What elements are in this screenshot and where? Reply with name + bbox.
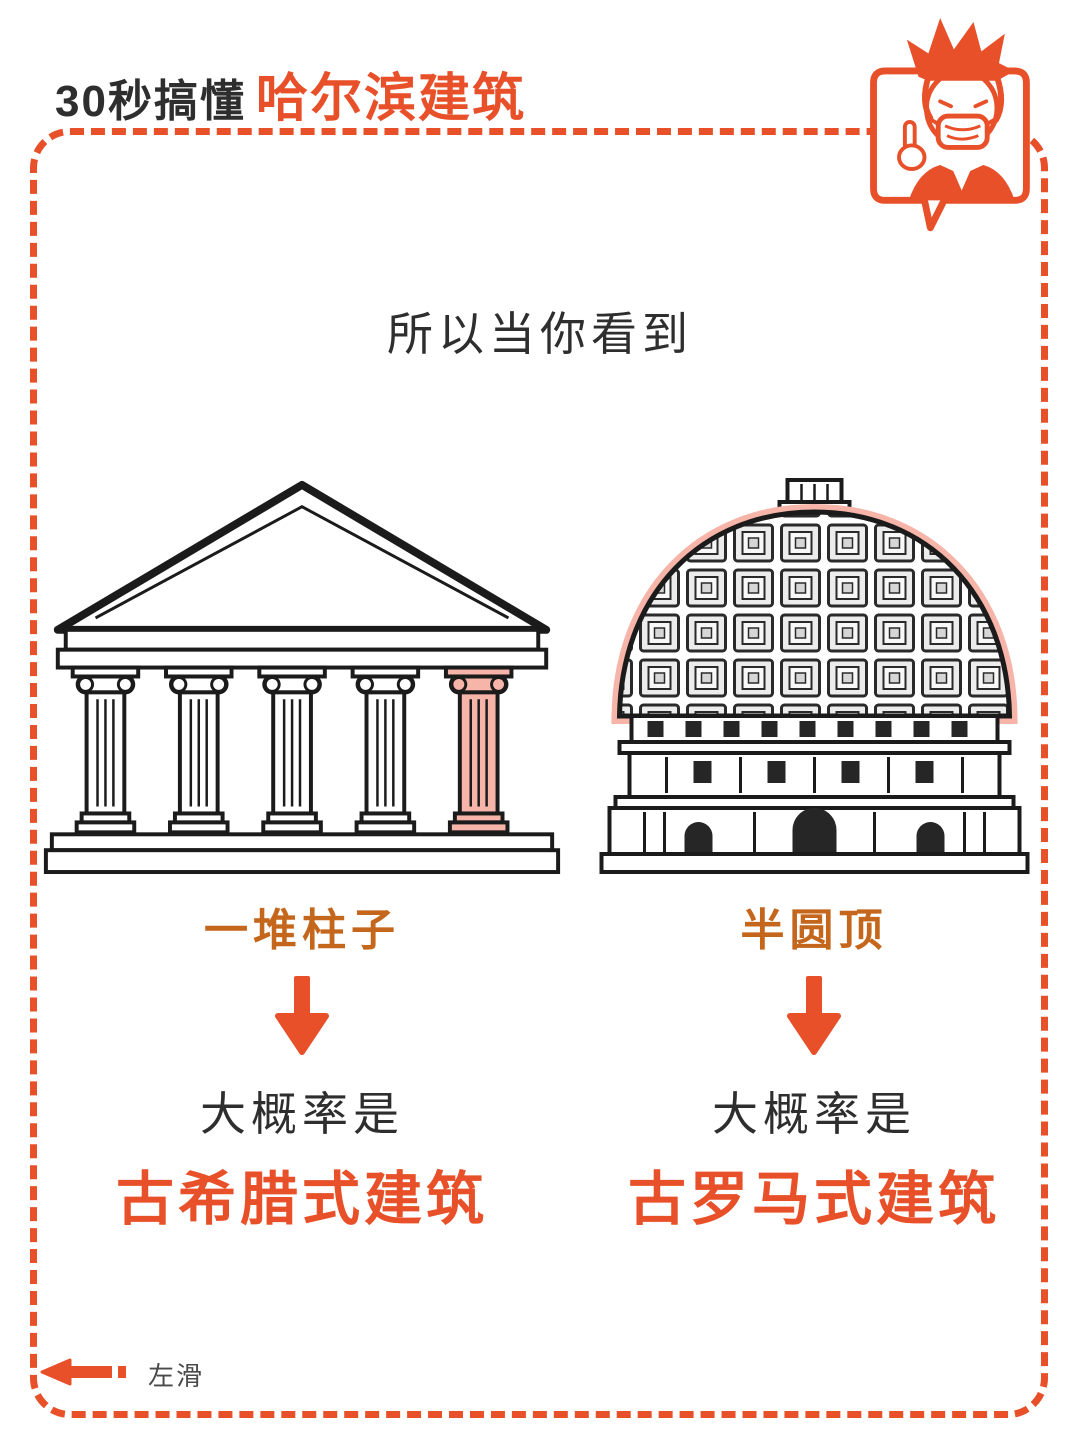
mascot-svg [870, 18, 1030, 232]
down-arrow-icon [782, 976, 846, 1056]
greek-temple-svg [43, 480, 561, 875]
down-arrow-icon [270, 976, 334, 1056]
mascot-speech-bubble-icon [850, 4, 1046, 234]
probability-text: 大概率是 [200, 1088, 404, 1140]
greek-temple-illustration [42, 462, 562, 876]
feature-label-dome: 半圆顶 [740, 906, 888, 955]
highlighted-dome [610, 503, 1018, 724]
style-name-greek: 古希腊式建筑 [115, 1167, 488, 1232]
title-prefix: 30秒搞懂 [55, 77, 246, 126]
intro-text: 所以当你看到 [387, 308, 693, 360]
feature-label-columns: 一堆柱子 [204, 906, 400, 955]
roman-section: 半圆顶 大概率是 古罗马式建筑 [580, 462, 1048, 1236]
greek-section: 一堆柱子 大概率是 古希腊式建筑 [36, 462, 568, 1236]
swipe-left-arrow-icon [40, 1357, 136, 1392]
swipe-left-hint[interactable]: 左滑 [40, 1356, 204, 1393]
dashed-border-frame [30, 128, 1048, 1418]
header: 30秒搞懂 哈尔滨建筑 [55, 56, 526, 131]
page-title: 哈尔滨建筑 [255, 70, 526, 128]
probability-text: 大概率是 [712, 1088, 916, 1140]
swipe-label: 左滑 [148, 1361, 205, 1391]
roman-dome-svg [599, 478, 1029, 874]
style-name-roman: 古罗马式建筑 [627, 1167, 1000, 1232]
roman-dome-illustration [587, 462, 1042, 876]
highlighted-column [443, 665, 514, 835]
